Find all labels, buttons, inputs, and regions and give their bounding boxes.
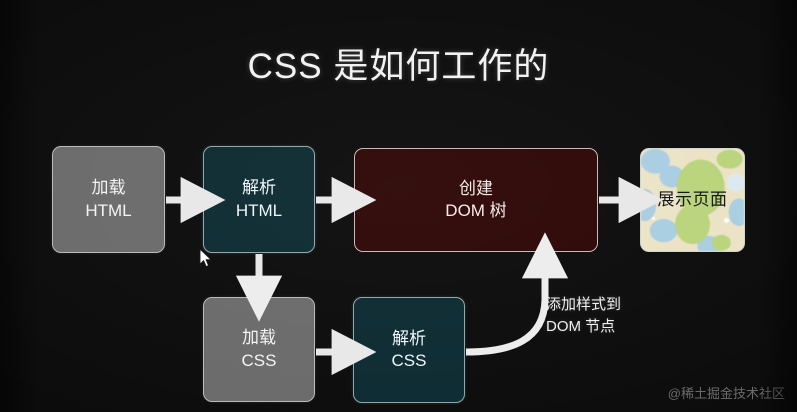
node-parse-html-line1: 解析 <box>242 178 276 198</box>
node-parse-css[interactable]: 解析 CSS <box>353 297 465 403</box>
node-render-page[interactable]: 展示页面 <box>640 148 745 252</box>
curve-arrow-label-line2: DOM 节点 <box>546 317 616 335</box>
node-create-dom-line2: DOM 树 <box>445 201 507 220</box>
node-create-dom-line1: 创建 <box>459 178 493 198</box>
node-parse-html[interactable]: 解析 HTML <box>203 146 315 253</box>
node-load-css-line2: CSS <box>241 350 277 370</box>
curve-arrow-label: 添加样式到 DOM 节点 <box>546 294 621 338</box>
node-parse-css-line2: CSS <box>391 351 427 370</box>
mouse-cursor <box>199 248 212 268</box>
node-load-html[interactable]: 加载 HTML <box>52 146 165 253</box>
node-parse-css-line1: 解析 <box>392 328 426 348</box>
page-title: CSS 是如何工作的 <box>247 47 550 86</box>
node-create-dom[interactable]: 创建 DOM 树 <box>354 148 598 252</box>
curve-arrow-label-line1: 添加样式到 <box>546 296 622 313</box>
arrow-parse-css-to-create-dom-curved <box>465 232 569 356</box>
node-load-css-line1: 加载 <box>242 328 276 348</box>
node-render-page-label: 展示页面 <box>657 189 728 209</box>
node-load-css[interactable]: 加载 CSS <box>203 297 315 402</box>
node-load-html-line1: 加载 <box>91 178 126 198</box>
node-parse-html-line2: HTML <box>235 200 283 220</box>
watermark: @稀土掘金技术社区 <box>667 386 785 401</box>
node-load-html-line2: HTML <box>85 200 132 220</box>
